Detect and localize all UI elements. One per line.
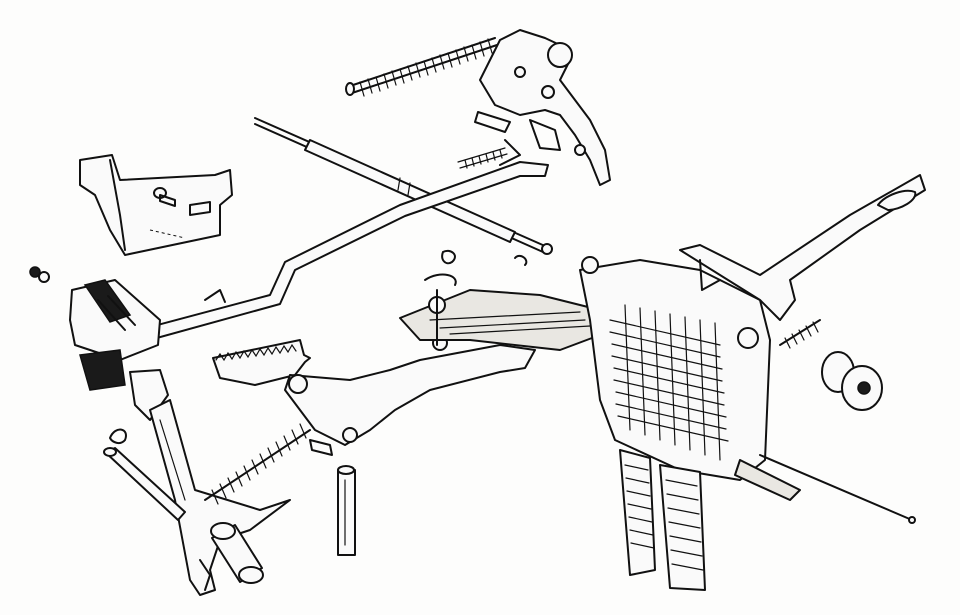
wire-rod bbox=[759, 454, 916, 524]
upper-bellcrank bbox=[474, 29, 611, 186]
comb-strip-right bbox=[659, 464, 706, 591]
left-pin bbox=[103, 447, 186, 521]
screw-left bbox=[29, 266, 50, 283]
long-rod bbox=[254, 117, 553, 266]
right-frame-plate bbox=[679, 174, 926, 321]
notched-slider bbox=[212, 339, 311, 386]
screw-small-upper bbox=[153, 187, 176, 207]
left-bracket bbox=[79, 154, 233, 256]
comb-strip-left bbox=[619, 449, 656, 576]
long-bar-linkage bbox=[119, 161, 549, 345]
right-comb-block bbox=[579, 256, 801, 501]
bottom-left-arm bbox=[149, 399, 291, 596]
small-spring-upper bbox=[457, 147, 508, 169]
right-spring bbox=[779, 319, 821, 349]
vertical-pin bbox=[337, 465, 356, 556]
bushing bbox=[210, 522, 264, 584]
clip-ring bbox=[424, 249, 457, 286]
pivot-plate bbox=[284, 289, 601, 456]
small-clip-left bbox=[109, 428, 127, 445]
upper-spring bbox=[345, 37, 498, 97]
spacer-roller bbox=[821, 351, 883, 411]
left-block-assembly bbox=[69, 279, 169, 421]
lower-spring bbox=[204, 423, 311, 505]
